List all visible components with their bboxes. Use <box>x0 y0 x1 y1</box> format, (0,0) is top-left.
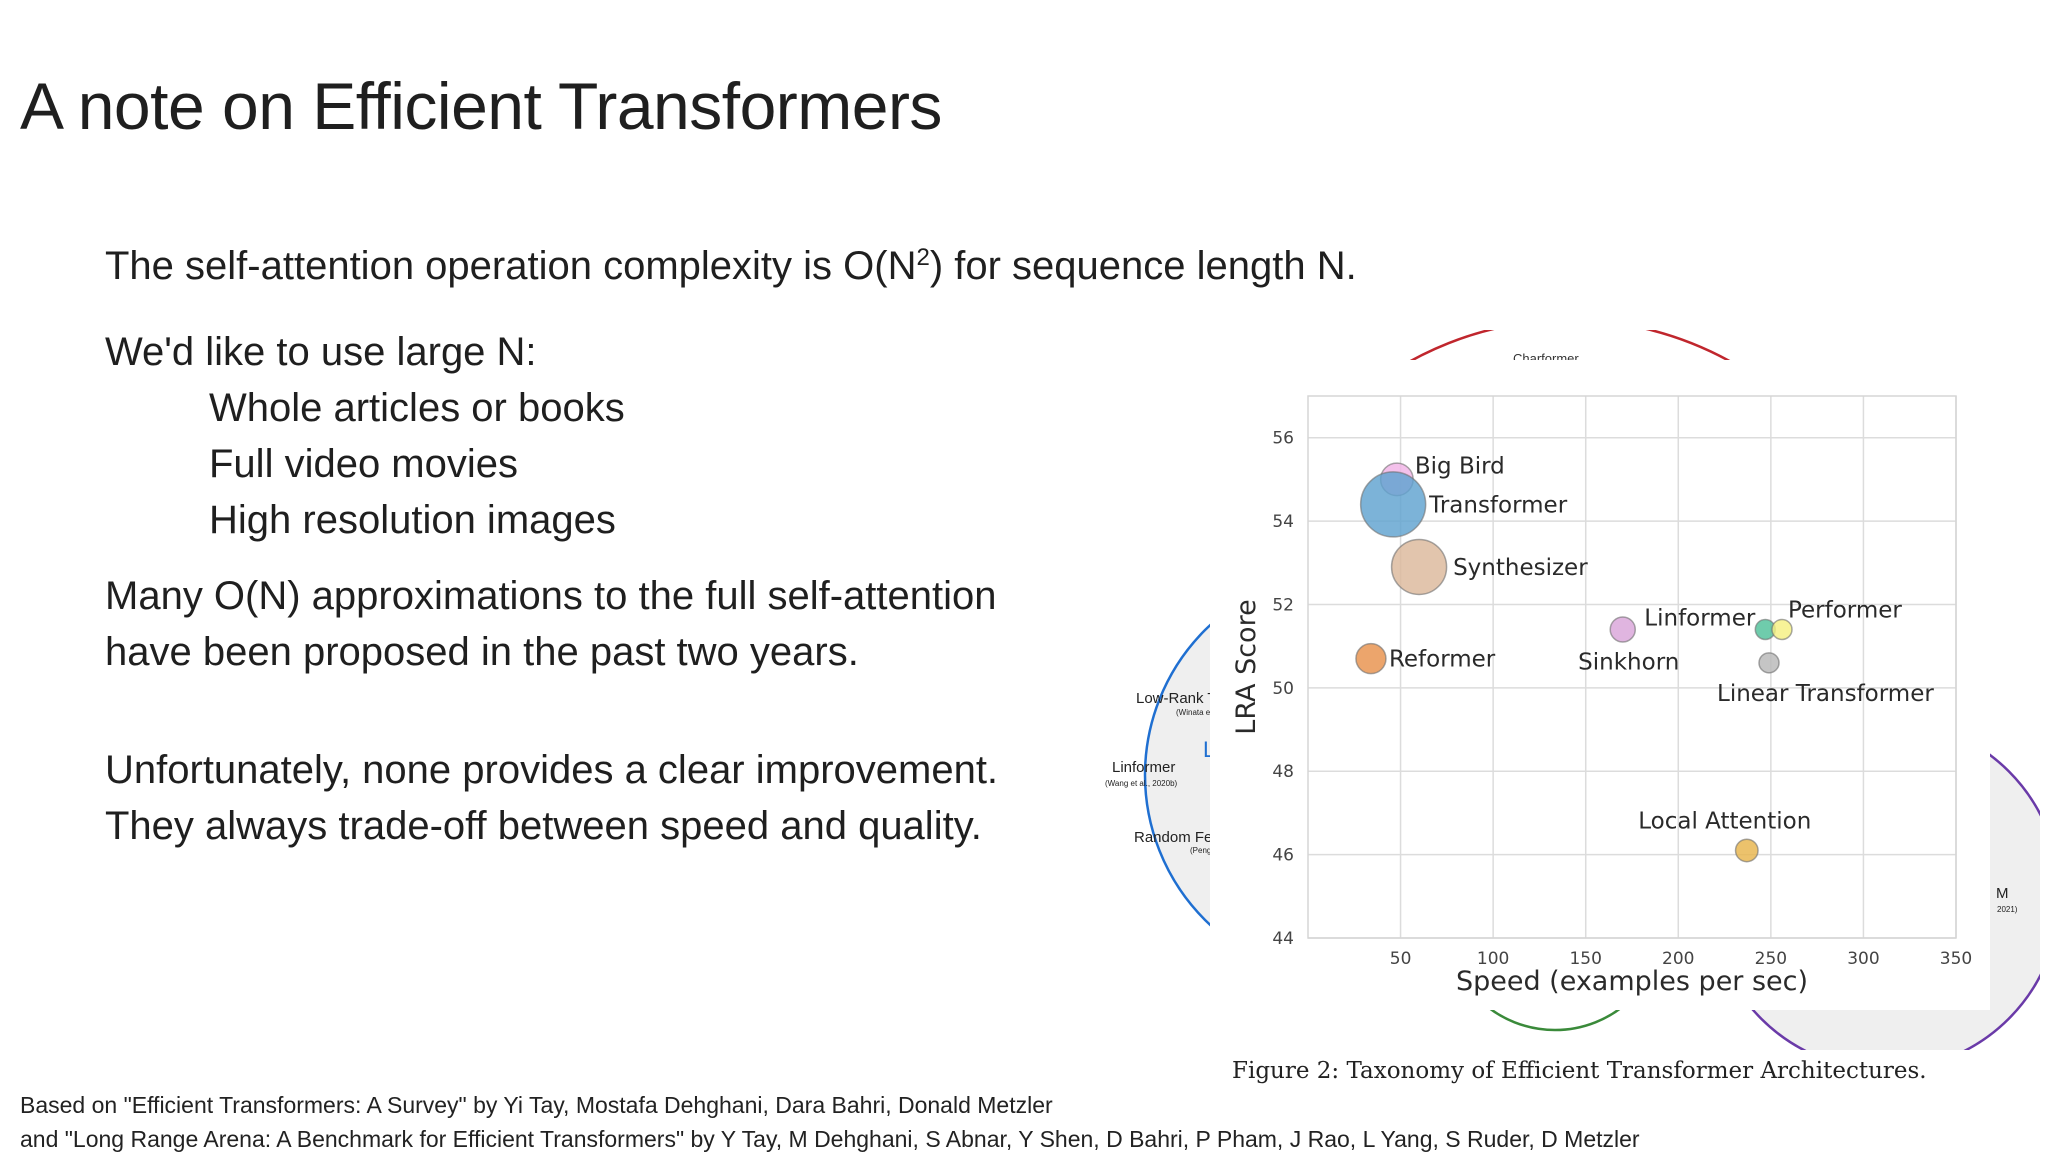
y-tick-label: 52 <box>1272 595 1294 615</box>
label-linformer: Linformer <box>1644 605 1756 631</box>
x-tick-label: 150 <box>1569 949 1601 969</box>
footnote-line2: and "Long Range Arena: A Benchmark for E… <box>20 1126 1640 1152</box>
footnote-line1: Based on "Efficient Transformers: A Surv… <box>20 1092 1053 1118</box>
bubble-sinkhorn <box>1609 616 1636 643</box>
bubble-performer <box>1771 618 1793 641</box>
example-item: High resolution images <box>209 498 616 542</box>
label-synthesizer: Synthesizer <box>1453 555 1588 581</box>
complexity-text-post: ) for sequence length N. <box>929 244 1357 288</box>
x-tick-label: 200 <box>1662 949 1694 969</box>
label-sinkhorn: Sinkhorn <box>1578 649 1679 675</box>
bubble-local-attention <box>1734 838 1759 863</box>
bubble-synthesizer <box>1390 538 1448 596</box>
bubble-transformer <box>1359 471 1427 538</box>
y-tick-label: 44 <box>1272 929 1294 949</box>
complexity-exponent: 2 <box>916 244 930 271</box>
taxonomy-label: (Peng <box>1190 846 1211 855</box>
x-tick-label: 100 <box>1477 949 1509 969</box>
x-tick-label: 350 <box>1940 949 1972 969</box>
figure-caption: Figure 2: Taxonomy of Efficient Transfor… <box>1232 1058 1927 1084</box>
taxonomy-label: Low-Rank T <box>1136 690 1217 707</box>
label-performer: Performer <box>1788 597 1902 623</box>
y-tick-label: 48 <box>1272 762 1294 782</box>
label-big-bird: Big Bird <box>1415 453 1505 479</box>
x-tick-label: 50 <box>1390 949 1412 969</box>
chart-points <box>1355 462 1793 863</box>
label-local-attention: Local Attention <box>1638 808 1811 834</box>
label-transformer: Transformer <box>1428 492 1568 518</box>
y-tick-label: 56 <box>1272 429 1294 449</box>
approximations-text-line2: have been proposed in the past two years… <box>105 630 859 674</box>
x-tick-label: 250 <box>1755 949 1787 969</box>
label-linear-transformer: Linear Transformer <box>1717 681 1934 707</box>
complexity-text: The self-attention operation complexity … <box>105 244 1357 289</box>
y-tick-label: 54 <box>1272 512 1294 532</box>
slide-title: A note on Efficient Transformers <box>20 69 942 143</box>
complexity-text-pre: The self-attention operation complexity … <box>105 244 917 288</box>
y-tick-label: 46 <box>1272 846 1294 866</box>
large-n-text: We'd like to use large N: <box>105 330 537 374</box>
unfortunately-text-line1: Unfortunately, none provides a clear imp… <box>105 748 999 792</box>
x-axis-label: Speed (examples per sec) <box>1456 966 1808 997</box>
x-tick-label: 300 <box>1847 949 1879 969</box>
taxonomy-label: (Wang et al., 2020b) <box>1105 779 1178 788</box>
example-item: Whole articles or books <box>209 386 625 430</box>
y-tick-label: 50 <box>1272 679 1294 699</box>
y-axis-label: LRA Score <box>1231 599 1262 734</box>
taxonomy-label: M <box>1996 885 2009 902</box>
taxonomy-label: Random Fe <box>1134 829 1212 846</box>
taxonomy-label: (Winata e <box>1176 708 1211 717</box>
bubble-reformer <box>1355 642 1387 675</box>
bubble-linear-transformer <box>1758 652 1780 674</box>
label-reformer: Reformer <box>1389 647 1496 673</box>
lra-bubble-chart: 50 100 150 200 250 300 350 44 46 48 50 52 54 56 Big B… <box>1210 360 1990 1010</box>
approximations-text-line1: Many O(N) approximations to the full sel… <box>105 574 997 618</box>
taxonomy-label: Linformer <box>1112 759 1175 776</box>
unfortunately-text-line2: They always trade-off between speed and … <box>105 804 982 848</box>
plot-frame <box>1307 395 1957 939</box>
chart-ticks: 50 100 150 200 250 300 350 44 46 48 50 52 54 56 <box>1272 429 1972 969</box>
example-item: Full video movies <box>209 442 519 486</box>
taxonomy-label: 2021) <box>1997 905 2018 914</box>
